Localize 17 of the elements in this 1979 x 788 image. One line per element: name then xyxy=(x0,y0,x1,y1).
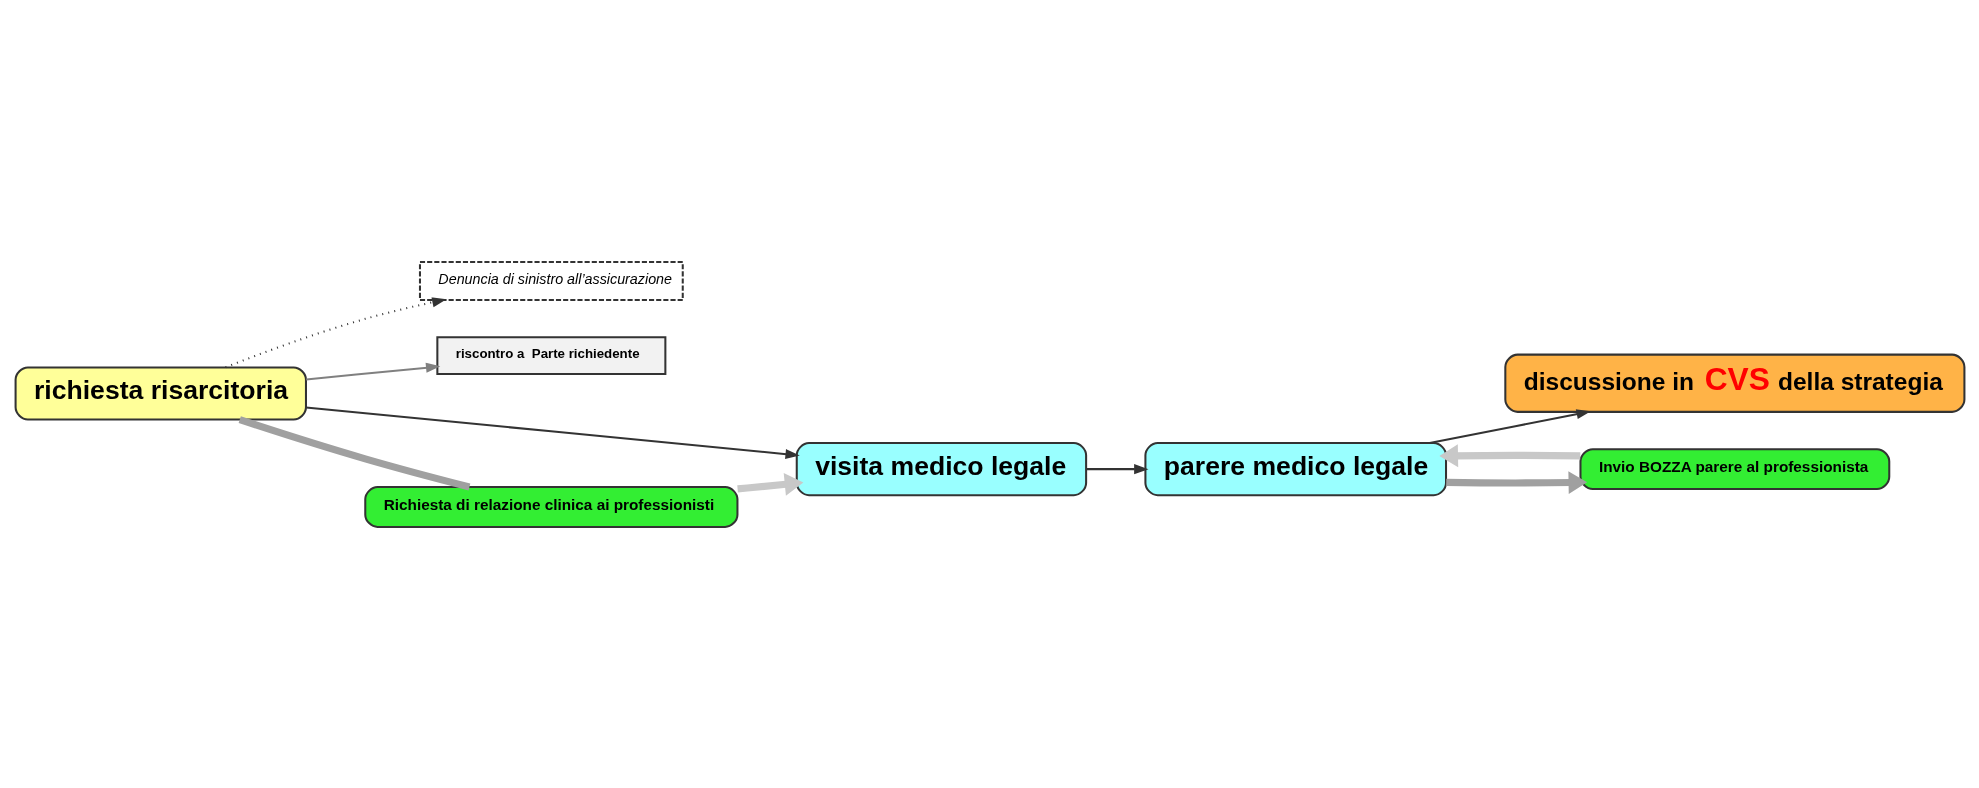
node-box: visita medico legale xyxy=(795,441,1087,496)
node-box: Richiesta di relazione clinica ai professionisti xyxy=(363,485,738,528)
node-box: Invio BOZZA parere al professionista xyxy=(1578,447,1890,490)
node-box: riscontro a Parte richiedente xyxy=(435,335,666,375)
connector xyxy=(238,415,470,490)
arrow xyxy=(1438,443,1580,467)
node-box: discussione in CVS della strategia xyxy=(1503,353,1965,413)
arrow xyxy=(224,296,446,368)
arrow xyxy=(1085,463,1148,474)
node-box: Denuncia di sinistro all’assicurazione xyxy=(418,260,684,301)
node-box: richiesta risarcitoria xyxy=(14,365,307,421)
arrow xyxy=(1428,408,1591,444)
arrow xyxy=(1445,470,1587,494)
node-box: parere medico legale xyxy=(1143,441,1447,496)
arrow xyxy=(305,362,440,380)
arrow xyxy=(305,405,800,459)
arrow xyxy=(736,472,803,496)
